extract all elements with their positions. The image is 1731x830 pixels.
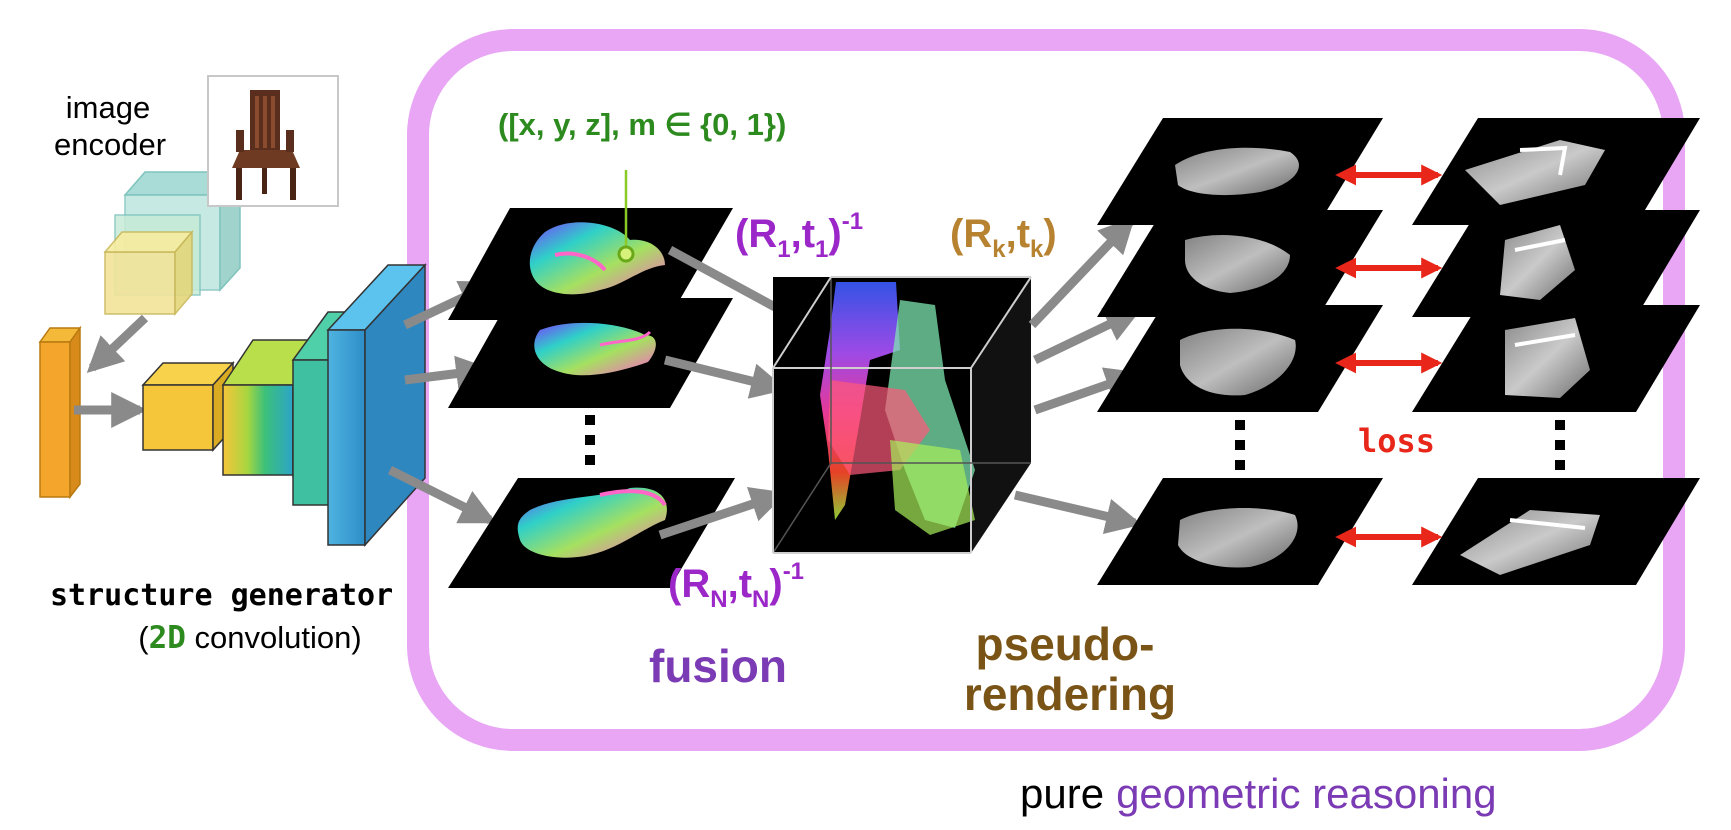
image-encoder-blocks: [103, 169, 242, 317]
fusion-label: fusion: [649, 640, 787, 692]
rendered-ellipsis-dots: [1235, 420, 1565, 470]
transform-last-label: (RN,tN)-1: [668, 558, 804, 613]
loss-label: loss: [1358, 422, 1435, 460]
transform-first-label: (R1,t1)-1: [735, 208, 863, 263]
structure-generator-label: structure generator: [50, 578, 393, 613]
pseudo-rendering-label-line1: pseudo-: [976, 618, 1155, 670]
structure-generator-blocks: [141, 263, 427, 547]
input-chair-image: [207, 75, 339, 207]
fusion-to-rendering-arrows: [1013, 216, 1143, 534]
predicted-view-2: [448, 298, 733, 408]
ground-truth-view-3: [1412, 305, 1700, 412]
sample-point-marker: [617, 245, 635, 263]
transform-k-label: (Rk,tk): [950, 212, 1057, 263]
predicted-view-n: [448, 478, 735, 588]
fused-point-cloud-cube: [772, 276, 1032, 554]
pseudo-rendering-label-line2: rendering: [964, 668, 1176, 720]
predicted-view-1: [448, 208, 733, 320]
convolution-label: (2D convolution): [138, 620, 361, 656]
ground-truth-view-1: [1412, 118, 1700, 225]
rendered-view-2: [1097, 210, 1383, 317]
loss-arrows: [1335, 164, 1443, 548]
image-encoder-label-line1: image: [66, 90, 150, 125]
ground-truth-view-2: [1412, 210, 1700, 317]
encoder-to-latent-arrow: [86, 314, 149, 373]
view-ellipsis-dots: [585, 415, 595, 465]
point-tuple-label: ([x, y, z], m ∈ {0, 1}): [498, 107, 786, 142]
ground-truth-view-n: [1412, 478, 1700, 585]
rendered-view-n: [1097, 478, 1383, 585]
rendered-view-3: [1097, 305, 1383, 412]
image-encoder-label-line2: encoder: [54, 127, 166, 162]
rendered-view-1: [1097, 118, 1383, 225]
